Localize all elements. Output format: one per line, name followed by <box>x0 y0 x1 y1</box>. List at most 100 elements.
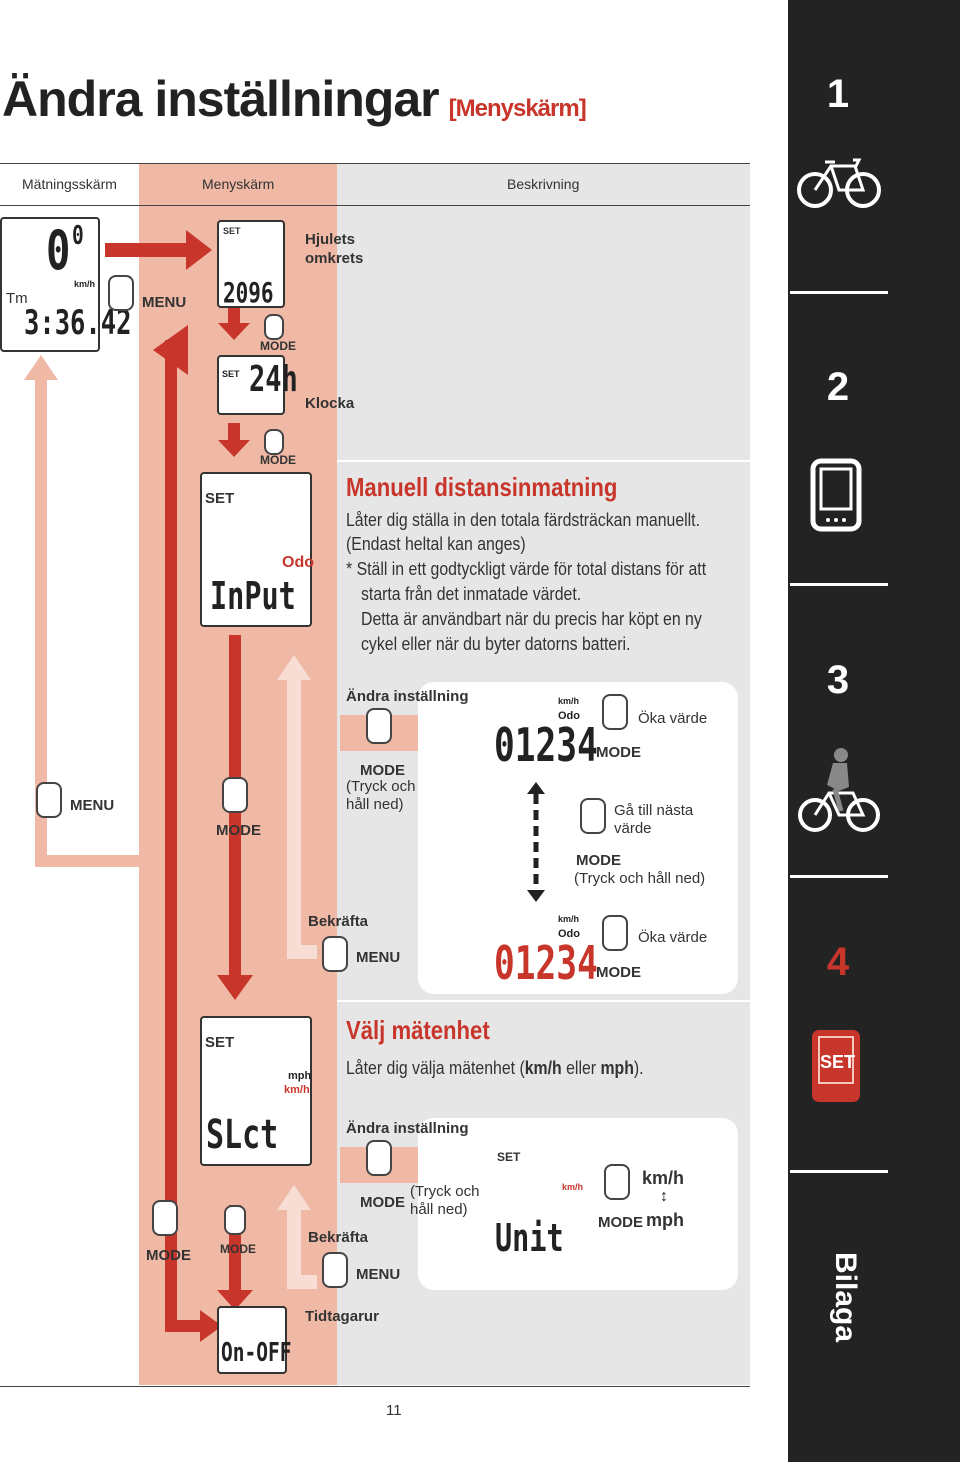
menu-button-label: MENU <box>142 294 187 311</box>
sidebar-tab-3[interactable]: 3 <box>826 658 850 702</box>
wheel-mode-label: MODE <box>260 339 296 353</box>
unit-desc-mid: eller <box>561 1058 601 1078</box>
wheel-screen-set: SET <box>223 226 241 236</box>
odo-hold-1: (Tryck och <box>346 778 416 795</box>
unit-left-mode-2: MODE <box>220 1242 256 1256</box>
page-subtitle: [Menyskärm] <box>448 95 587 122</box>
left-menu-label: MENU <box>70 797 115 814</box>
menu-button-icon[interactable] <box>322 1252 348 1288</box>
odo-desc-5: Detta är användbart när du precis har kö… <box>361 609 702 629</box>
odo-mode-short: MODE <box>596 744 641 761</box>
odo-desc-6: cykel eller när du byter datorns batteri… <box>361 634 631 654</box>
odo-screen-set: SET <box>205 490 235 507</box>
mode-button-icon[interactable] <box>602 694 628 730</box>
unit-mode-hold: MODE <box>360 1194 405 1211</box>
sidebar-tab-appendix[interactable]: Bilaga <box>829 1252 862 1343</box>
timer-screen: On-OFF <box>217 1306 291 1374</box>
menu-enter-arrow <box>105 243 190 257</box>
chapter-sidebar <box>788 0 960 1462</box>
timer-screen-value: On-OFF <box>221 1338 292 1368</box>
column-header-measurement: Mätningsskärm <box>22 176 117 192</box>
odo-increase: Öka värde <box>638 710 708 727</box>
mode-button-icon[interactable] <box>224 1205 246 1235</box>
mode-button-icon[interactable] <box>366 1140 392 1176</box>
wheel-label-2: omkrets <box>305 250 364 267</box>
measurement-screen: 0 0 km/h 3:36.42 <box>0 217 131 352</box>
clock-screen-value: 24h <box>249 359 298 400</box>
cyclist-icon <box>798 748 880 832</box>
set-unit-label: SET <box>820 1052 856 1072</box>
unit-toggle-kmh: km/h <box>642 1168 685 1188</box>
unit-screen-kmh: km/h <box>284 1084 310 1096</box>
mode-button-icon[interactable] <box>366 708 392 744</box>
mode-button-icon[interactable] <box>222 777 248 813</box>
return-arrow-left-head <box>24 355 58 380</box>
road-bike-icon <box>797 158 881 208</box>
odo-screen: SET Odo InPut <box>200 472 314 627</box>
unit-change-setting: Ändra inställning <box>346 1120 469 1137</box>
return-arrow-left-shaft <box>35 375 47 865</box>
odo-lcd-unit: km/h <box>558 696 580 706</box>
sidebar-tab-1[interactable]: 1 <box>826 72 850 116</box>
odo-desc-2: (Endast heltal kan anges) <box>346 534 526 554</box>
tm-label: Tm <box>6 290 28 307</box>
mode-button-icon[interactable] <box>152 1200 178 1236</box>
wheel-screen: SET 2096 <box>217 220 285 309</box>
wheel-label-1: Hjulets <box>305 231 356 248</box>
odo-confirm-menu: MENU <box>356 949 401 966</box>
header-rule <box>0 205 750 206</box>
speed-value: 0 <box>46 219 71 282</box>
odo-desc-3: * Ställ in ett godtyckligt värde för tot… <box>346 559 707 579</box>
page-title-text: Ändra inställningar <box>2 71 440 127</box>
unit-toggle-mph: mph <box>646 1210 684 1230</box>
page-title: Ändra inställningar [Menyskärm] <box>2 70 587 128</box>
odo-desc-1: Låter dig ställa in den totala färdsträc… <box>346 510 700 530</box>
unit-screen-set: SET <box>205 1034 235 1051</box>
unit-desc-kmh: km/h <box>524 1058 562 1078</box>
next-digit-arrow <box>527 782 545 902</box>
speed-decimal: 0 <box>72 221 84 251</box>
mode-button-icon[interactable] <box>602 915 628 951</box>
odo-mode-bottom: MODE <box>596 964 641 981</box>
sidebar-tab-4[interactable]: 4 <box>826 940 850 984</box>
unit-desc-post: ). <box>633 1058 644 1078</box>
computer-unit-icon <box>810 458 862 532</box>
unit-heading: Välj mätenhet <box>346 1015 490 1045</box>
unit-lcd-set: SET <box>497 1150 521 1164</box>
unit-confirm: Bekräfta <box>308 1229 369 1246</box>
odo-screen-value: InPut <box>210 574 296 618</box>
unit-hold-1: (Tryck och <box>410 1183 480 1200</box>
mode-button-icon[interactable] <box>264 429 284 455</box>
return-arrow-middle-head <box>153 325 188 375</box>
page-number: 11 <box>386 1402 402 1419</box>
column-header-description: Beskrivning <box>507 176 580 192</box>
menu-button-icon[interactable] <box>108 275 134 311</box>
odo-mode-next: MODE <box>576 852 621 869</box>
mode-button-icon[interactable] <box>264 314 284 340</box>
clock-mode-label: MODE <box>260 453 296 467</box>
table-top-rule <box>0 163 750 164</box>
menu-button-icon[interactable] <box>36 782 62 818</box>
left-mode-label: MODE <box>216 822 261 839</box>
odo-next-2: värde <box>614 820 652 837</box>
unit-lcd-value: Unit <box>495 1216 564 1260</box>
set-unit-icon: SET <box>812 1030 860 1102</box>
clock-screen: SET 24h <box>217 355 298 415</box>
odo-next-hold: (Tryck och håll ned) <box>574 870 706 887</box>
unit-hold-2: håll ned) <box>410 1201 468 1218</box>
wheel-screen-value: 2096 <box>223 276 274 309</box>
menu-enter-arrow-head <box>186 230 212 270</box>
odo-lcd-top: 01234 <box>494 718 598 772</box>
odo-lcd-odo: Odo <box>558 710 580 722</box>
unit-desc: Låter dig välja mätenhet (km/h eller mph… <box>346 1056 644 1080</box>
odo-hold-2: håll ned) <box>346 796 404 813</box>
unit-mode-toggle: MODE <box>598 1214 643 1231</box>
unit-screen-mph: mph <box>288 1070 312 1082</box>
menu-button-icon[interactable] <box>322 936 348 972</box>
sidebar-tab-2[interactable]: 2 <box>826 365 850 409</box>
odo-lcd-unit-2: km/h <box>558 914 580 924</box>
odo-next-1: Gå till nästa <box>614 802 694 819</box>
mode-button-icon[interactable] <box>580 798 606 834</box>
mode-button-icon[interactable] <box>604 1164 630 1200</box>
clock-screen-set: SET <box>222 369 240 379</box>
